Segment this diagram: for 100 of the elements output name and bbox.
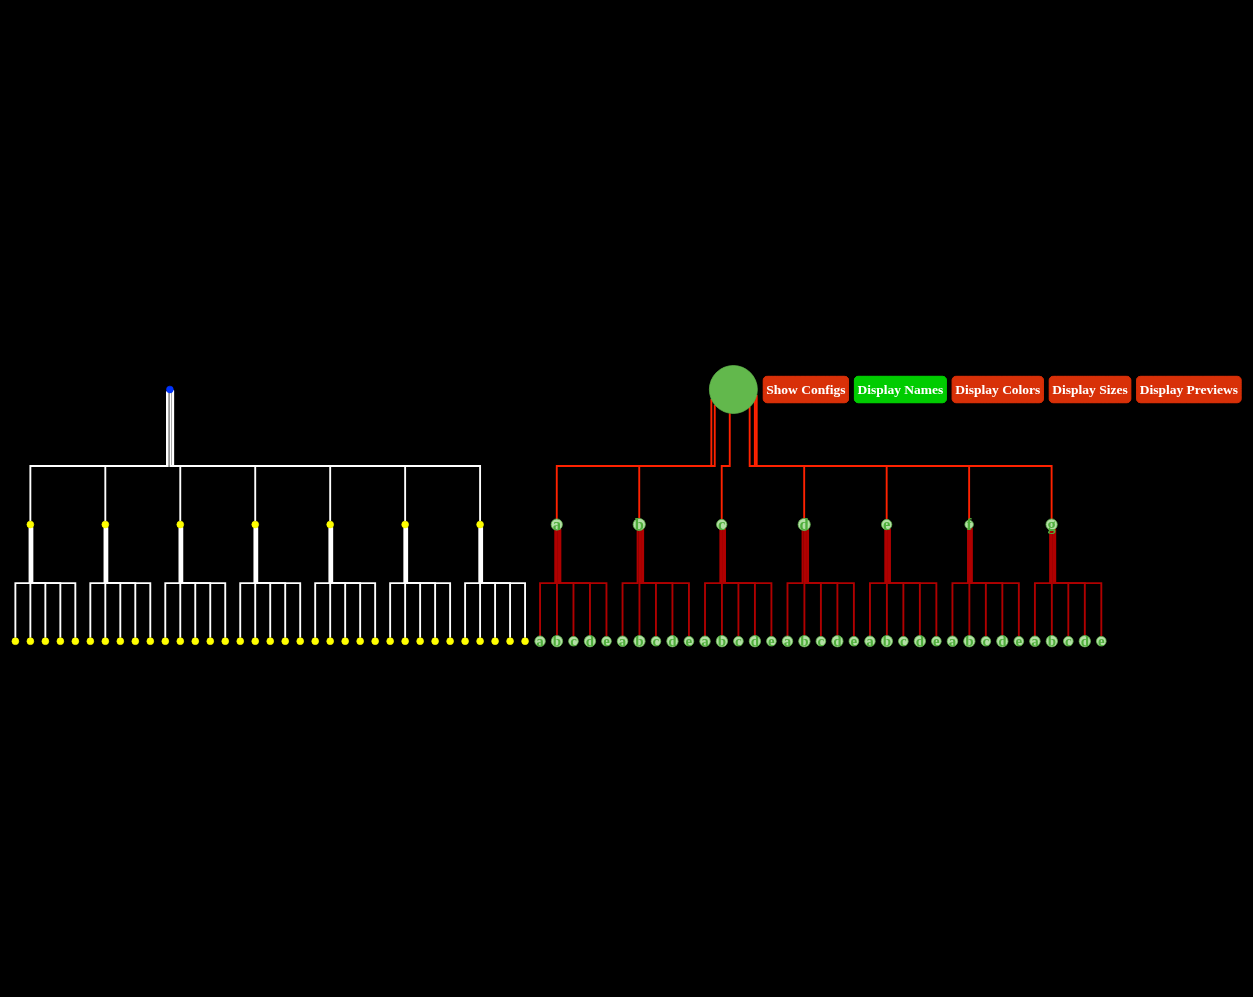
connector [404,526,407,639]
node-circle: b [550,635,563,648]
connector [559,527,608,638]
node-circle [281,637,289,645]
node-circle: b [632,518,646,531]
node-circle: c [733,636,744,647]
node-circle: a [864,635,876,647]
connector [30,526,62,639]
connector [30,526,47,639]
node-circle [166,385,174,394]
connector [970,526,1020,638]
node-circle: c [1063,636,1074,647]
connector [106,526,152,639]
node-circle: e [766,636,777,647]
node-circle [26,637,35,645]
node-circle [386,637,394,645]
connector [621,529,639,637]
connector [105,526,122,639]
connector [479,526,482,639]
node-circle: b [798,635,811,648]
node-circle [506,637,514,645]
node-circle: b [1045,635,1058,648]
connector [481,526,526,639]
connector [642,528,690,638]
node-circle: c [716,519,728,531]
connector [807,528,855,638]
node-circle [431,637,439,645]
connector [555,398,713,520]
node-circle: d [831,635,844,648]
node-circle [491,637,499,645]
connector [951,527,969,637]
connector [724,527,773,638]
connector [389,526,406,639]
connector [638,529,641,637]
connector [179,526,182,639]
node-circle: d [748,635,761,648]
connector [31,526,77,639]
node-circle [191,637,199,645]
node-circle: a [781,635,794,647]
node-circle [56,637,65,645]
node-circle [296,637,304,645]
node-circle [266,637,274,645]
connector [256,526,302,639]
node-circle [176,637,185,645]
connector [172,389,482,523]
node-circle: e [931,636,942,647]
node-circle: a [1029,635,1041,647]
connector [406,526,452,639]
connector [464,526,481,639]
connector [180,526,197,639]
connector [29,390,168,523]
connector [255,526,287,639]
connector [555,529,558,637]
node-circle [236,637,244,645]
node-circle: a [616,635,629,647]
node-circle: b [715,635,728,648]
connector [753,399,888,521]
node-circle [461,637,469,645]
connector [786,529,804,637]
connector [1033,529,1051,637]
connector [720,528,723,637]
connector [181,526,227,639]
connector [104,391,169,523]
node-circle [161,637,170,645]
node-circle [101,637,110,645]
connector [1052,529,1070,638]
node-circle [326,520,334,529]
connector [164,526,181,639]
connector [748,406,806,520]
connector [638,403,716,520]
node-circle [146,637,155,645]
connector [480,526,497,639]
connector [723,528,756,637]
connector [704,528,722,637]
node-circle [341,637,349,645]
node-circle [86,637,95,645]
connector [641,528,674,637]
node-circle: c [898,636,909,647]
node-circle [206,637,214,645]
node-circle: a [699,635,711,647]
node-circle: e [881,519,893,531]
connector [314,526,331,639]
connector [405,526,437,639]
node-circle [116,637,125,645]
connector [720,412,731,521]
node-circle [176,520,185,529]
connector [169,391,182,523]
connector [804,529,822,638]
connector [105,526,137,639]
connector [331,526,377,639]
node-circle [26,520,35,529]
connector [254,526,257,639]
node-circle: d [797,518,811,531]
connector [330,526,362,639]
connector [329,526,332,639]
node-circle: e [601,636,612,647]
connector [887,528,905,638]
connector [180,526,212,639]
node-circle [476,520,484,529]
connector [969,527,987,638]
